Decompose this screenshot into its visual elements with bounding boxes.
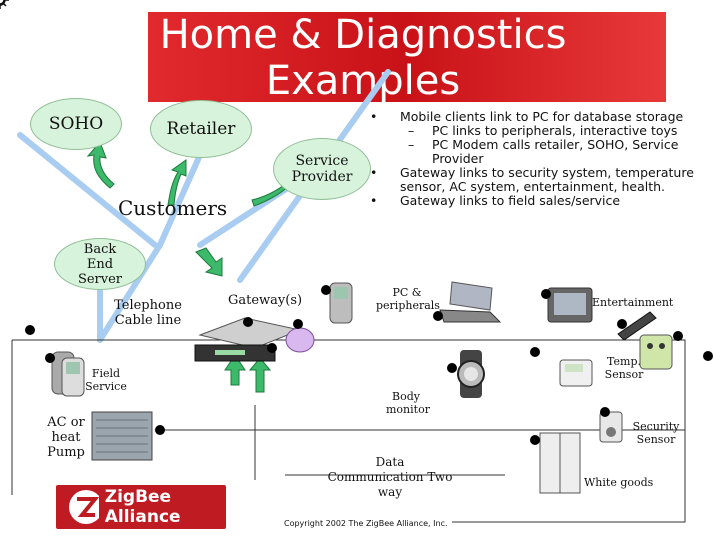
zigbee-node-icon <box>0 0 9 9</box>
handheld-device-icon <box>329 282 353 324</box>
back-end-server-node: Back End Server <box>54 238 146 290</box>
link-soho <box>17 132 158 248</box>
retailer-label: Retailer <box>166 119 236 139</box>
zigbee-logo-icon <box>69 490 99 524</box>
sub-bullet-item: – PC Modem calls retailer, SOHO, Service… <box>408 137 679 166</box>
laptop-icon <box>439 281 502 323</box>
telephone-cable-label: Telephone Cable line <box>114 298 182 328</box>
service-provider-node: Service Provider <box>273 138 371 200</box>
gateway-label: Gateway(s) <box>228 293 303 308</box>
arrows <box>86 141 303 393</box>
retailer-node: Retailer <box>150 100 252 158</box>
arrow-retailer <box>167 159 187 206</box>
arrow-gateway <box>195 247 223 277</box>
page-title: Home & Diagnostics Examples <box>148 12 578 104</box>
entertainment-label: Entertainment <box>592 296 674 309</box>
home-frame <box>11 339 686 523</box>
arrow-data-up <box>248 357 272 393</box>
watch-icon <box>457 350 485 398</box>
bullet-item: • Mobile clients link to PC for database… <box>370 109 684 124</box>
tv-icon <box>547 287 593 323</box>
title-line-2: Examples <box>265 58 461 104</box>
title-line-1: Home & Diagnostics <box>159 12 567 58</box>
sub-bullet-item: – PC links to peripherals, interactive t… <box>408 123 678 138</box>
bullet-list: • Mobile clients link to PC for database… <box>368 110 708 208</box>
back-end-server-label: Back End Server <box>77 241 123 287</box>
title-band <box>148 12 666 102</box>
soho-label: SOHO <box>48 114 104 134</box>
remote-icon <box>617 311 657 341</box>
security-camera-icon <box>599 411 623 443</box>
thermostat-icon <box>559 359 593 387</box>
security-sensor-label: Security Sensor <box>632 420 680 446</box>
body-monitor-label: Body monitor <box>386 390 430 416</box>
interactive-toy-icon <box>639 334 673 370</box>
white-goods-label: White goods <box>584 476 654 489</box>
settop-box-icon <box>194 317 315 362</box>
handheld-device-icon <box>51 351 85 397</box>
zigbee-logo: ZigBee Alliance <box>56 485 226 529</box>
arrow-soho <box>86 141 115 189</box>
pc-peripherals-label: PC & peripherals <box>376 286 440 312</box>
link-retailer <box>157 152 203 248</box>
data-communication-label: Data Communication Two way <box>327 455 453 499</box>
service-provider-label: Service Provider <box>291 153 353 185</box>
copyright: Copyright 2002 The ZigBee Alliance, Inc. <box>284 519 448 528</box>
field-service-label: Field Service <box>85 367 127 393</box>
temp-sensor-label: Temp. Sensor <box>604 355 644 381</box>
soho-node: SOHO <box>30 98 122 150</box>
bullet-item: • Gateway links to field sales/service <box>370 193 621 208</box>
refrigerator-icon <box>539 432 581 494</box>
zigbee-logo-text: ZigBee Alliance <box>104 487 181 527</box>
customers-label: Customers <box>118 196 228 220</box>
ac-heat-pump-label: AC or heat Pump <box>47 415 85 460</box>
air-conditioner-icon <box>91 411 153 461</box>
link-customers-phone <box>97 242 163 343</box>
bullet-item: • Gateway links to security system, temp… <box>370 165 694 194</box>
